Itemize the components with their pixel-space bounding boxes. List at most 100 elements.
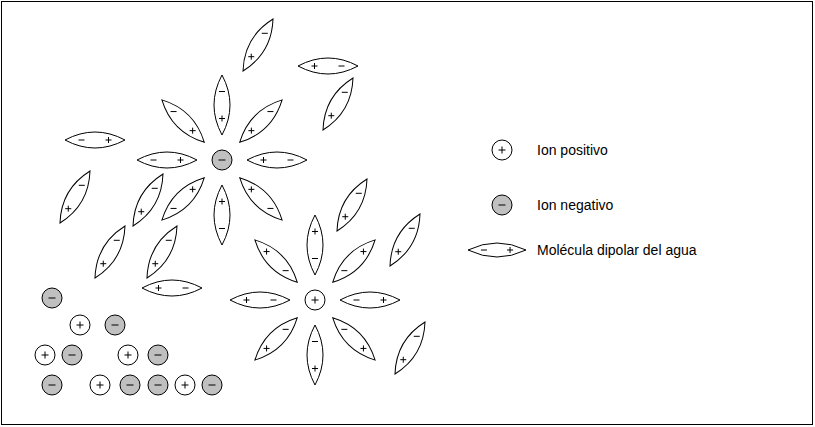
dipole-outline <box>88 222 132 282</box>
positive-ion <box>305 290 325 310</box>
water-dipole <box>468 243 526 257</box>
dipole-outline <box>330 175 374 235</box>
plus-sign <box>264 249 270 255</box>
dipole-outline <box>234 94 288 148</box>
dipole-outline <box>137 152 197 168</box>
ion-circle <box>90 375 110 395</box>
dipole-outline <box>65 132 125 148</box>
legend-sample <box>465 237 531 263</box>
plus-sign <box>360 249 366 255</box>
minus-sign <box>283 329 289 330</box>
ion-circle <box>118 345 138 365</box>
plus-sign <box>400 357 406 363</box>
ion-circle <box>148 375 168 395</box>
water-dipole <box>230 292 290 308</box>
positive-ion <box>35 345 55 365</box>
plus-sign <box>178 157 184 163</box>
ion-circle <box>492 140 512 160</box>
plus-sign <box>156 285 162 291</box>
plus-sign <box>264 345 270 351</box>
ion-circle <box>62 345 82 365</box>
dipole-outline <box>298 58 358 74</box>
minus-sign <box>481 250 487 251</box>
minus-sign <box>339 66 345 67</box>
minus-sign <box>356 193 362 194</box>
water-dipole <box>316 74 360 134</box>
water-dipole <box>140 222 184 282</box>
legend-label: Molécula dipolar del agua <box>537 241 697 259</box>
minus-sign <box>79 140 85 141</box>
ion-circle <box>42 288 62 308</box>
minus-sign <box>209 385 216 386</box>
water-dipole <box>249 312 303 366</box>
water-dipole <box>383 210 427 270</box>
plus-sign <box>244 297 250 303</box>
plus-sign <box>125 352 132 359</box>
plus-sign <box>219 116 225 122</box>
legend-entry: Ion negativo <box>465 192 613 218</box>
plus-sign <box>138 209 144 215</box>
water-dipole <box>214 185 230 245</box>
minus-sign <box>262 33 268 34</box>
water-dipole <box>234 94 288 148</box>
plus-sign <box>190 186 196 192</box>
plus-sign <box>152 261 158 267</box>
negative-ion <box>212 150 232 170</box>
ion-circle <box>492 195 512 215</box>
dipole-outline <box>230 292 290 308</box>
minus-sign <box>171 208 177 209</box>
water-dipole <box>330 175 374 235</box>
plus-sign <box>248 54 254 60</box>
water-dipole <box>137 152 197 168</box>
negative-ion <box>148 345 168 365</box>
dipole-outline <box>214 185 230 245</box>
dipole-outline <box>307 325 323 385</box>
negative-ion <box>492 195 512 215</box>
ion-circle <box>70 315 90 335</box>
plus-sign <box>312 297 319 304</box>
positive-ion <box>70 315 90 335</box>
minus-sign <box>271 300 277 301</box>
minus-sign <box>219 228 225 229</box>
plus-sign <box>182 382 189 389</box>
minus-sign <box>267 111 273 112</box>
ion-circle <box>305 290 325 310</box>
plus-sign <box>219 199 225 205</box>
plus-sign <box>312 366 318 372</box>
negative-ion <box>202 375 222 395</box>
plus-sign <box>312 63 318 69</box>
legend-sample <box>465 137 531 163</box>
ion-circle <box>175 375 195 395</box>
plus-sign <box>499 147 506 154</box>
plus-sign <box>395 249 401 255</box>
negative-ion <box>148 375 168 395</box>
minus-sign <box>312 341 318 342</box>
plus-sign <box>100 261 106 267</box>
positive-ion <box>175 375 195 395</box>
minus-sign <box>49 385 56 386</box>
minus-sign <box>283 270 289 271</box>
minus-sign <box>79 185 85 186</box>
minus-sign <box>409 228 415 229</box>
dipole-outline <box>316 74 360 134</box>
minus-sign <box>112 325 119 326</box>
legend-label: Ion positivo <box>537 141 608 159</box>
water-dipole <box>88 222 132 282</box>
water-dipole <box>307 215 323 275</box>
dipole-outline <box>236 15 280 75</box>
water-dipole <box>156 94 210 148</box>
water-dipole <box>298 58 358 74</box>
plus-sign <box>261 157 267 163</box>
ion-circle <box>105 315 125 335</box>
plus-sign <box>77 322 84 329</box>
water-dipole <box>340 292 400 308</box>
minus-sign <box>267 208 273 209</box>
water-dipole <box>249 234 303 288</box>
minus-sign <box>127 385 134 386</box>
plus-sign <box>360 345 366 351</box>
ion-circle <box>42 375 62 395</box>
dipole-outline <box>247 152 307 168</box>
minus-sign <box>499 205 506 206</box>
dipole-outline <box>468 243 526 257</box>
